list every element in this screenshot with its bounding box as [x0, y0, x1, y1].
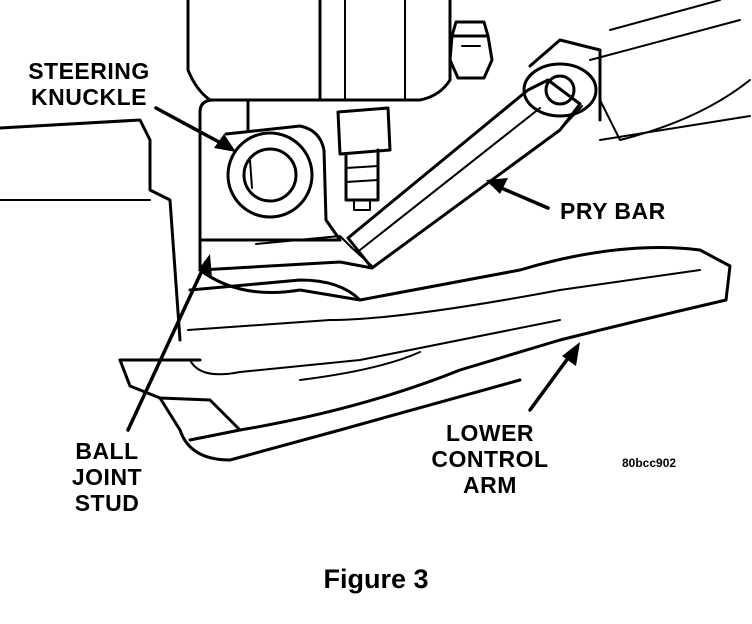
ball-joint-stud-label: BALL JOINT STUD	[62, 438, 152, 516]
figure-caption: Figure 3	[323, 564, 429, 594]
leader-lines	[126, 106, 576, 432]
housing-outline	[186, 0, 322, 102]
steering-label-line-1: STEERING	[28, 58, 150, 84]
lower-label-line-1: LOWER	[445, 420, 535, 446]
lower-control-arm	[118, 79, 751, 462]
sensor-plug	[336, 106, 392, 211]
lower-label-line-2: CONTROL	[431, 446, 549, 472]
pry-bar-label: PRY BAR	[560, 198, 690, 224]
housing-block	[318, 0, 452, 102]
ball-label-line-2: JOINT	[71, 464, 143, 490]
steering-knuckle-label: STEERING KNUCKLE	[14, 58, 164, 110]
steering-knuckle	[198, 98, 342, 242]
steering-label-line-2: KNUCKLE	[31, 84, 147, 110]
lower-label-line-3: ARM	[463, 472, 517, 498]
bolt-head	[448, 20, 494, 80]
arrow-heads	[198, 134, 580, 366]
pry-bar-label-line-1: PRY BAR	[560, 198, 666, 224]
lower-control-arm-label: LOWER CONTROL ARM	[410, 420, 570, 498]
pry-bar	[346, 0, 741, 270]
figure-code: 80bcc902	[622, 456, 677, 470]
ball-label-line-1: BALL	[75, 438, 139, 464]
ball-label-line-3: STUD	[74, 490, 140, 516]
